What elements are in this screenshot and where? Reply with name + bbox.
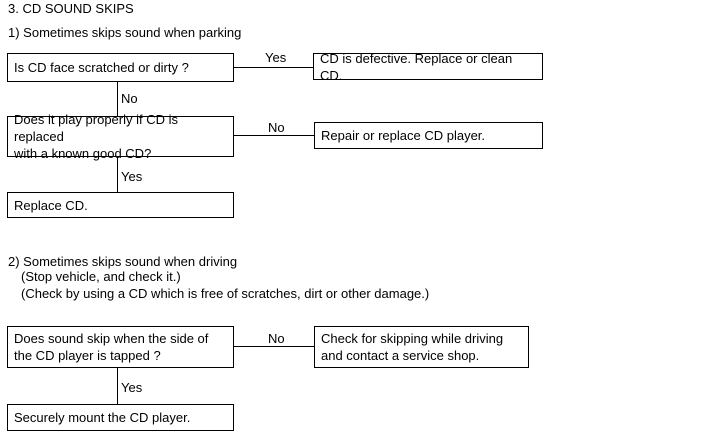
s1-yes-label: Yes [265, 50, 287, 65]
s1-no-label: No [121, 91, 138, 106]
s1-question-cd-face-box: Is CD face scratched or dirty ? [7, 53, 234, 82]
s1-question-known-good-cd-box: Does it play properly if CD is replaced … [7, 112, 234, 161]
s1-question-known-good-cd-line1: Does it play properly if CD is replaced [14, 112, 178, 144]
s2-yes-label: Yes [121, 380, 143, 395]
s2-check-skipping-line1: Check for skipping while driving [321, 331, 504, 346]
s1-yes2-label: Yes [121, 169, 143, 184]
s1-no2-label: No [268, 120, 285, 135]
s1-repair-player-box: Repair or replace CD player. [314, 122, 543, 149]
s2-question-tapped-line1: Does sound skip when the side of [14, 331, 209, 346]
s1-cd-defective-box: CD is defective. Replace or clean CD. [313, 51, 543, 83]
s2-question-tapped-line2: the CD player is tapped ? [14, 348, 161, 363]
section1-title: 1) Sometimes skips sound when parking [8, 25, 242, 40]
s2-no-label: No [268, 331, 285, 346]
s1-no2-connector [234, 135, 314, 136]
s1-yes2-connector [117, 157, 118, 192]
s1-repair-player-text: Repair or replace CD player. [321, 128, 486, 143]
s2-no-connector [234, 346, 314, 347]
s2-yes-connector [117, 368, 118, 404]
s1-replace-cd-box: Replace CD. [7, 192, 234, 218]
s2-check-skipping-line2: and contact a service shop. [321, 348, 480, 363]
s1-no-connector [117, 82, 118, 116]
s2-mount-player-box: Securely mount the CD player. [7, 404, 234, 431]
section2-title: 2) Sometimes skips sound when driving [8, 254, 238, 269]
s1-yes-connector [234, 67, 313, 68]
page-heading: 3. CD SOUND SKIPS [8, 1, 134, 16]
s2-check-skipping-box: Check for skipping while driving and con… [314, 326, 529, 368]
s1-question-cd-face-text: Is CD face scratched or dirty ? [14, 60, 189, 75]
section2-note-stop-vehicle: (Stop vehicle, and check it.) [21, 269, 181, 284]
s2-question-tapped-box: Does sound skip when the side of the CD … [7, 326, 234, 368]
section2-note-check-cd: (Check by using a CD which is free of sc… [21, 286, 430, 301]
s1-cd-defective-text: CD is defective. Replace or clean CD. [320, 50, 513, 83]
s2-mount-player-text: Securely mount the CD player. [14, 410, 191, 425]
s1-replace-cd-text: Replace CD. [14, 197, 88, 213]
s1-question-known-good-cd-line2: with a known good CD? [14, 146, 152, 161]
